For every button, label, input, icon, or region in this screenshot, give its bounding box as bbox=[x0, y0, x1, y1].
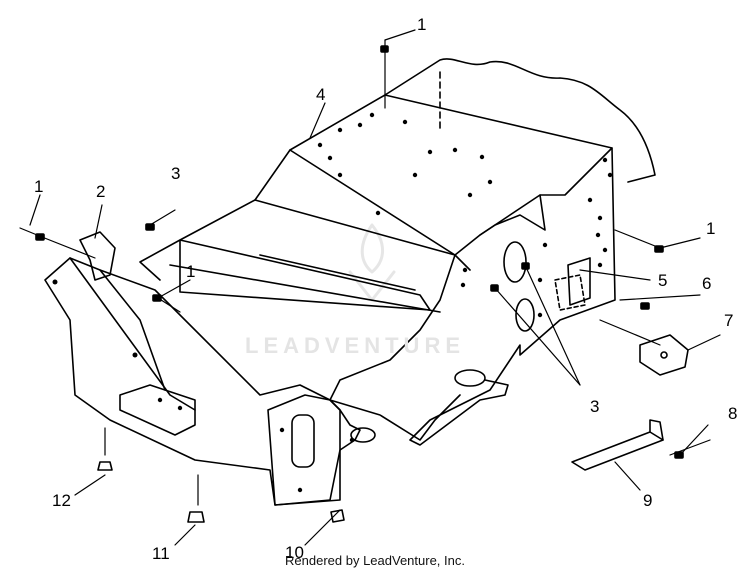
mounting-holes bbox=[52, 112, 613, 493]
right-plate-window bbox=[567, 257, 591, 306]
right-plate-oval-lower bbox=[515, 298, 535, 332]
left-rail-gusset bbox=[69, 257, 196, 411]
tub-floor-edge bbox=[169, 264, 441, 313]
bracket-part-2 bbox=[79, 231, 116, 281]
callout-8: 8 bbox=[728, 404, 738, 423]
right-plate-slot-lower bbox=[454, 369, 486, 387]
left-frame-rail bbox=[44, 257, 361, 506]
right-plate-oval-upper bbox=[503, 241, 527, 283]
bracket-part-9-face bbox=[649, 419, 664, 441]
rear-cover-outline bbox=[384, 58, 656, 183]
callout-1-top: 1 bbox=[417, 15, 427, 34]
bolt-icons bbox=[35, 45, 684, 459]
cap-bolt-icons bbox=[97, 461, 345, 523]
callout-7: 7 bbox=[724, 311, 734, 330]
front-right-plate bbox=[267, 394, 341, 506]
callout-3-left: 3 bbox=[171, 164, 181, 183]
dashed-clip-outline bbox=[554, 274, 586, 311]
render-credit: Rendered by LeadVenture, Inc. bbox=[285, 553, 465, 568]
callout-12: 12 bbox=[52, 491, 71, 510]
callout-6: 6 bbox=[702, 274, 712, 293]
callout-1-inner: 1 bbox=[186, 262, 196, 281]
front-plate-slot bbox=[291, 414, 315, 468]
tub-floor-line bbox=[259, 254, 416, 291]
callout-5: 5 bbox=[658, 271, 668, 290]
callout-4: 4 bbox=[316, 85, 326, 104]
callout-10: 10 bbox=[285, 543, 304, 562]
left-rail-face bbox=[99, 269, 166, 391]
right-plate-inner bbox=[479, 194, 546, 236]
callout-2: 2 bbox=[96, 182, 106, 201]
plate-part-7 bbox=[639, 334, 689, 376]
front-bracket bbox=[119, 384, 196, 436]
plate-7-hole bbox=[660, 351, 668, 359]
callout-3-center: 3 bbox=[590, 397, 600, 416]
watermark-text: LEADVENTURE bbox=[245, 333, 466, 358]
callout-1-left: 1 bbox=[34, 177, 44, 196]
leader-lines bbox=[19, 29, 721, 546]
callout-11: 11 bbox=[152, 544, 170, 563]
callout-9: 9 bbox=[643, 491, 653, 510]
callout-1-right: 1 bbox=[706, 219, 716, 238]
front-plate-hole bbox=[350, 427, 376, 443]
main-tub-top bbox=[289, 94, 613, 256]
